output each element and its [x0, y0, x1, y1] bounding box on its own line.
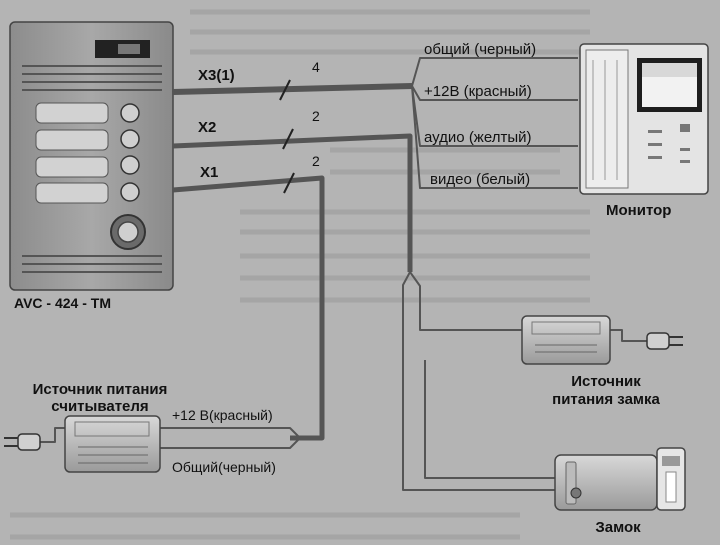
lock-psu-device — [521, 315, 611, 365]
lock-device — [554, 447, 686, 511]
monitor-device — [579, 43, 709, 195]
nameplates — [35, 102, 109, 204]
wire-lock-psu-out — [424, 360, 555, 479]
panel-display-inner — [118, 44, 140, 54]
reader-psu-plug-icon — [4, 433, 41, 451]
wire-monitor-common — [411, 57, 578, 87]
cable-x3-label: X3(1) — [198, 67, 235, 84]
cable-x1-label: X1 — [200, 164, 218, 181]
cable-x3 — [172, 83, 413, 95]
wire-common-label: общий (черный) — [424, 41, 536, 58]
reader-psu-title-2: считывателя — [51, 398, 148, 415]
cable-x2-count: 2 — [312, 108, 320, 124]
monitor-label: Монитор — [606, 202, 671, 219]
call-panel — [9, 21, 174, 291]
wire-video-label: видео (белый) — [430, 171, 530, 188]
cable-x3-count: 4 — [312, 59, 320, 75]
wire-lock-psu-plug — [610, 329, 647, 342]
panel-body — [9, 21, 174, 291]
panel-model-label: AVC - 424 - TM — [14, 295, 111, 311]
cable-x2-label: X2 — [198, 119, 216, 136]
wire-lock-b — [409, 271, 522, 331]
wire-audio-label: аудио (желтый) — [424, 129, 531, 146]
cable-x1 — [172, 175, 325, 441]
call-buttons — [120, 103, 140, 202]
reader-wire-common-label: Общий(черный) — [172, 459, 276, 475]
reader-psu-title-1: Источник питания — [33, 381, 168, 398]
panel-bottom-grille — [22, 255, 162, 273]
reader-wire-plus12-label: +12 В(красный) — [172, 407, 273, 423]
wire-reader-plus12 — [160, 427, 301, 439]
wire-reader-common — [160, 437, 301, 449]
lock-psu-label-2: питания замка — [552, 391, 660, 408]
monitor-controls — [648, 124, 690, 163]
wire-lock-a — [402, 271, 555, 491]
lock-psu-box — [521, 315, 611, 365]
wire-monitor-video — [411, 85, 578, 189]
wire-monitor-audio — [411, 85, 578, 147]
lock-label: Замок — [595, 519, 641, 536]
reader-psu-box — [64, 415, 161, 473]
lock-psu-plug-icon — [646, 332, 683, 350]
lock-psu-label-1: Источник — [571, 373, 641, 390]
wires — [40, 57, 647, 491]
wire-monitor-plus12 — [411, 85, 578, 101]
reader-psu-device — [64, 415, 161, 473]
monitor-handset — [585, 49, 629, 189]
wire-plus12-label: +12В (красный) — [424, 83, 532, 100]
cable-x2 — [172, 133, 413, 272]
speaker-grille — [22, 65, 162, 91]
cable-x1-count: 2 — [312, 153, 320, 169]
cable-slash-marks — [279, 79, 295, 194]
wire-reader-plug — [40, 427, 65, 443]
